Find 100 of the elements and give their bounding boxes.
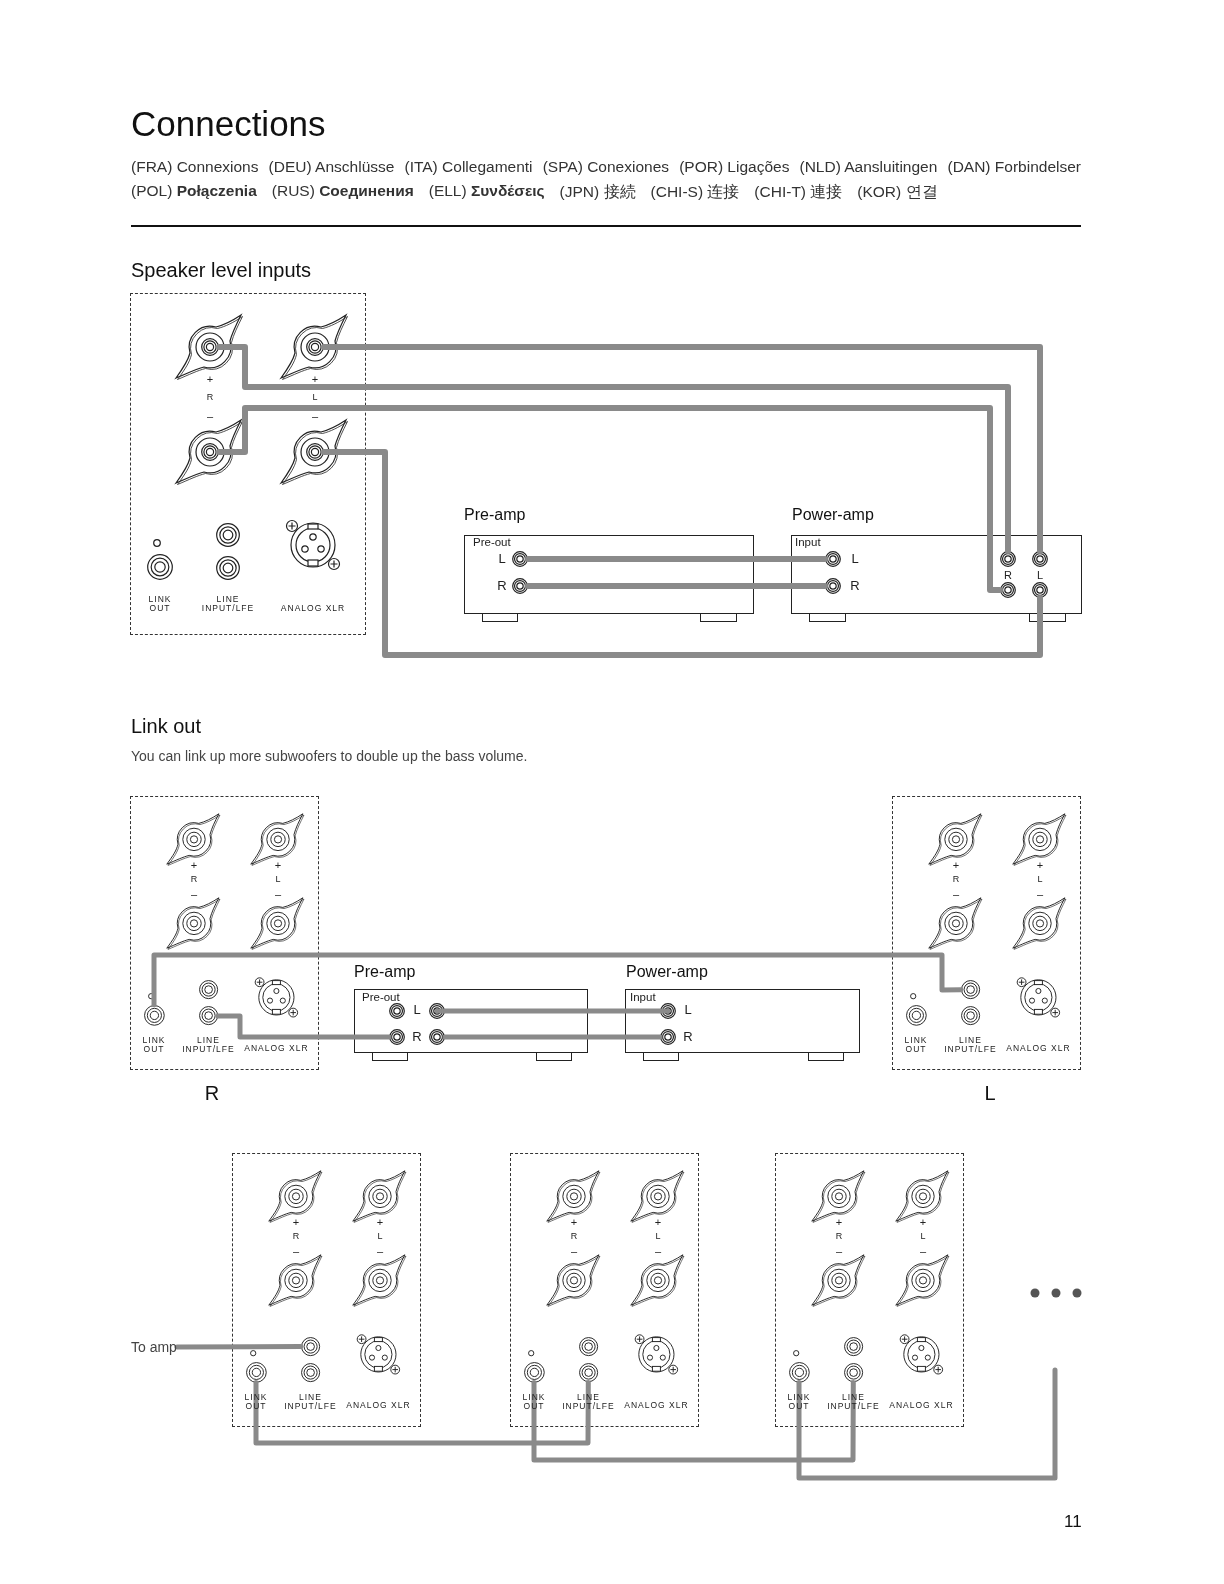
panel-label: LINE INPUT/LFE bbox=[561, 1392, 616, 1412]
page-number: 11 bbox=[1064, 1512, 1082, 1532]
jack-label: L bbox=[851, 551, 859, 567]
jack-label: R bbox=[1004, 569, 1012, 580]
panel-label: LINK OUT bbox=[903, 1035, 929, 1055]
jack-label: L bbox=[413, 1002, 421, 1018]
terminal-contact bbox=[306, 338, 324, 356]
rca-jack bbox=[429, 1003, 445, 1019]
language-label: (FRA) Connexions bbox=[131, 158, 259, 176]
jack-label: L bbox=[1036, 569, 1044, 580]
panel-label: LINE INPUT/LFE bbox=[200, 594, 256, 614]
panel-label: – bbox=[376, 1245, 384, 1258]
panel-label: – bbox=[311, 409, 319, 423]
language-label: (CHI-T) 連接 bbox=[754, 182, 843, 202]
jack-label: R bbox=[412, 1029, 422, 1045]
rca-jack bbox=[245, 1361, 267, 1383]
jack-label: L bbox=[684, 1002, 692, 1018]
rear-panel bbox=[775, 1153, 964, 1427]
panel-label: LINE INPUT/LFE bbox=[943, 1035, 998, 1055]
panel-label: + bbox=[311, 372, 319, 386]
rca-jack bbox=[389, 1003, 405, 1019]
language-label: (RUS) Соединения bbox=[271, 182, 414, 201]
terminal-contact bbox=[201, 338, 219, 356]
panel-label: R bbox=[190, 875, 198, 885]
cable bbox=[531, 1380, 856, 1463]
panel-label: L bbox=[655, 1232, 661, 1242]
rca-jack bbox=[300, 1363, 320, 1383]
panel-label: L bbox=[920, 1232, 926, 1242]
terminal-contact bbox=[306, 443, 324, 461]
jack-label: Input bbox=[630, 991, 656, 1003]
jack-label: Input bbox=[795, 537, 821, 549]
panel-label: LINK OUT bbox=[786, 1392, 812, 1412]
language-label: (SPA) Conexiones bbox=[542, 158, 669, 176]
panel-label: LINK OUT bbox=[243, 1392, 269, 1412]
rca-jack bbox=[300, 1337, 320, 1357]
cable bbox=[216, 344, 1011, 554]
jack-label: Pre-out bbox=[362, 991, 400, 1003]
body-text: You can link up more subwoofers to double up the bass volume. bbox=[131, 748, 528, 765]
rca-jack bbox=[1000, 551, 1016, 567]
panel-label: R bbox=[952, 875, 960, 885]
rca-jack bbox=[147, 554, 173, 580]
cable bbox=[174, 1344, 304, 1350]
cable bbox=[321, 344, 1043, 554]
rca-jack bbox=[825, 551, 841, 567]
panel-label: + bbox=[919, 1215, 927, 1228]
panel-label: – bbox=[1036, 888, 1044, 901]
panel-label: LINE INPUT/LFE bbox=[181, 1035, 236, 1055]
rca-jack bbox=[523, 1361, 545, 1383]
panel-label: L bbox=[1037, 875, 1043, 885]
rca-jack bbox=[825, 578, 841, 594]
rca-jack bbox=[578, 1337, 598, 1357]
panel-label: LINE INPUT/LFE bbox=[283, 1392, 338, 1412]
rear-panel bbox=[130, 293, 366, 635]
language-label: (NLD) Aansluitingen bbox=[799, 158, 938, 176]
rca-jack bbox=[905, 1004, 927, 1026]
rca-jack bbox=[512, 578, 528, 594]
cable bbox=[151, 952, 964, 1008]
rear-panel bbox=[130, 796, 319, 1070]
cable bbox=[434, 1008, 671, 1014]
panel-label: ANALOG XLR bbox=[244, 1044, 309, 1054]
rca-jack bbox=[143, 1004, 165, 1026]
rear-panel bbox=[892, 796, 1081, 1070]
panel-label: + bbox=[206, 372, 214, 386]
panel-label: – bbox=[206, 409, 214, 423]
rear-panel bbox=[510, 1153, 699, 1427]
panel-label: – bbox=[654, 1245, 662, 1258]
panel-label: ANALOG XLR bbox=[346, 1401, 411, 1411]
panel-label: – bbox=[274, 888, 282, 901]
language-label: (DEU) Anschlüsse bbox=[268, 158, 395, 176]
cable bbox=[796, 1367, 1058, 1481]
panel-label: ANALOG XLR bbox=[280, 604, 346, 614]
jack-label: R bbox=[850, 578, 860, 594]
language-label: (POR) Ligações bbox=[679, 158, 790, 176]
panel-label: L bbox=[312, 393, 318, 403]
amp-title: Power-amp bbox=[626, 963, 708, 982]
cable-label: To amp bbox=[131, 1338, 177, 1356]
jack-label: L bbox=[498, 551, 506, 567]
panel-label: + bbox=[952, 858, 960, 871]
panel-label: + bbox=[274, 858, 282, 871]
panel-label: + bbox=[1036, 858, 1044, 871]
cable bbox=[216, 405, 1003, 593]
cable bbox=[321, 449, 1043, 658]
language-label: (CHI-S) 连接 bbox=[650, 182, 740, 202]
amp-title: Power-amp bbox=[792, 506, 874, 525]
rca-jack bbox=[216, 556, 240, 580]
jack-label: Pre-out bbox=[473, 537, 511, 549]
rca-jack bbox=[198, 1006, 218, 1026]
panel-label: – bbox=[190, 888, 198, 901]
terminal-contact bbox=[201, 443, 219, 461]
rca-jack bbox=[1032, 551, 1048, 567]
unit-label: R bbox=[204, 1081, 220, 1105]
panel-label: LINE INPUT/LFE bbox=[826, 1392, 881, 1412]
panel-label: R bbox=[206, 393, 214, 403]
rca-jack bbox=[512, 551, 528, 567]
section-heading: Link out bbox=[131, 715, 202, 738]
panel-label: – bbox=[919, 1245, 927, 1258]
language-label: (KOR) 연결 bbox=[857, 182, 938, 202]
unit-label: L bbox=[984, 1081, 996, 1105]
rca-jack bbox=[660, 1029, 676, 1045]
jack-label: R bbox=[497, 578, 507, 594]
